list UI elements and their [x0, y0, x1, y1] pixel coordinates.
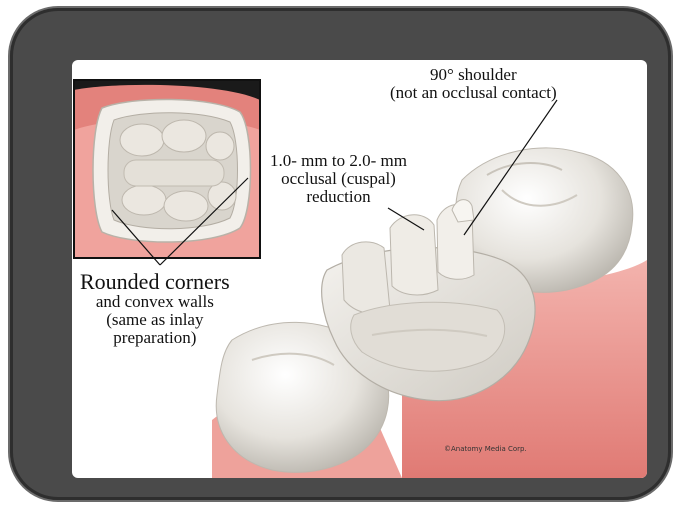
rounded-label-line-3: (same as inlay — [80, 311, 230, 329]
rounded-corners-label: Rounded corners and convex walls (same a… — [80, 270, 230, 347]
prepared-cusp-left — [342, 242, 390, 314]
illustration-panel: 90° shoulder (not an occlusal contact) 1… — [72, 60, 647, 478]
reduction-label-line-3: reduction — [270, 188, 407, 206]
reduction-label: 1.0- mm to 2.0- mm occlusal (cuspal) red… — [270, 152, 407, 206]
rounded-label-line-1: Rounded corners — [80, 270, 230, 293]
prepared-cusp-mid — [390, 215, 438, 295]
shoulder-label-line-2: (not an occlusal contact) — [390, 84, 557, 102]
reduction-label-line-2: occlusal (cuspal) — [270, 170, 407, 188]
copyright-text: ©Anatomy Media Corp. — [444, 445, 527, 453]
inset-occlusal-view — [74, 80, 260, 265]
shoulder-label-line-1: 90° shoulder — [390, 66, 557, 84]
reduction-label-line-1: 1.0- mm to 2.0- mm — [270, 152, 407, 170]
image-frame: 90° shoulder (not an occlusal contact) 1… — [10, 8, 671, 500]
shoulder-label: 90° shoulder (not an occlusal contact) — [390, 66, 557, 102]
rounded-label-line-4: preparation) — [80, 329, 230, 347]
rounded-label-line-2: and convex walls — [80, 293, 230, 311]
